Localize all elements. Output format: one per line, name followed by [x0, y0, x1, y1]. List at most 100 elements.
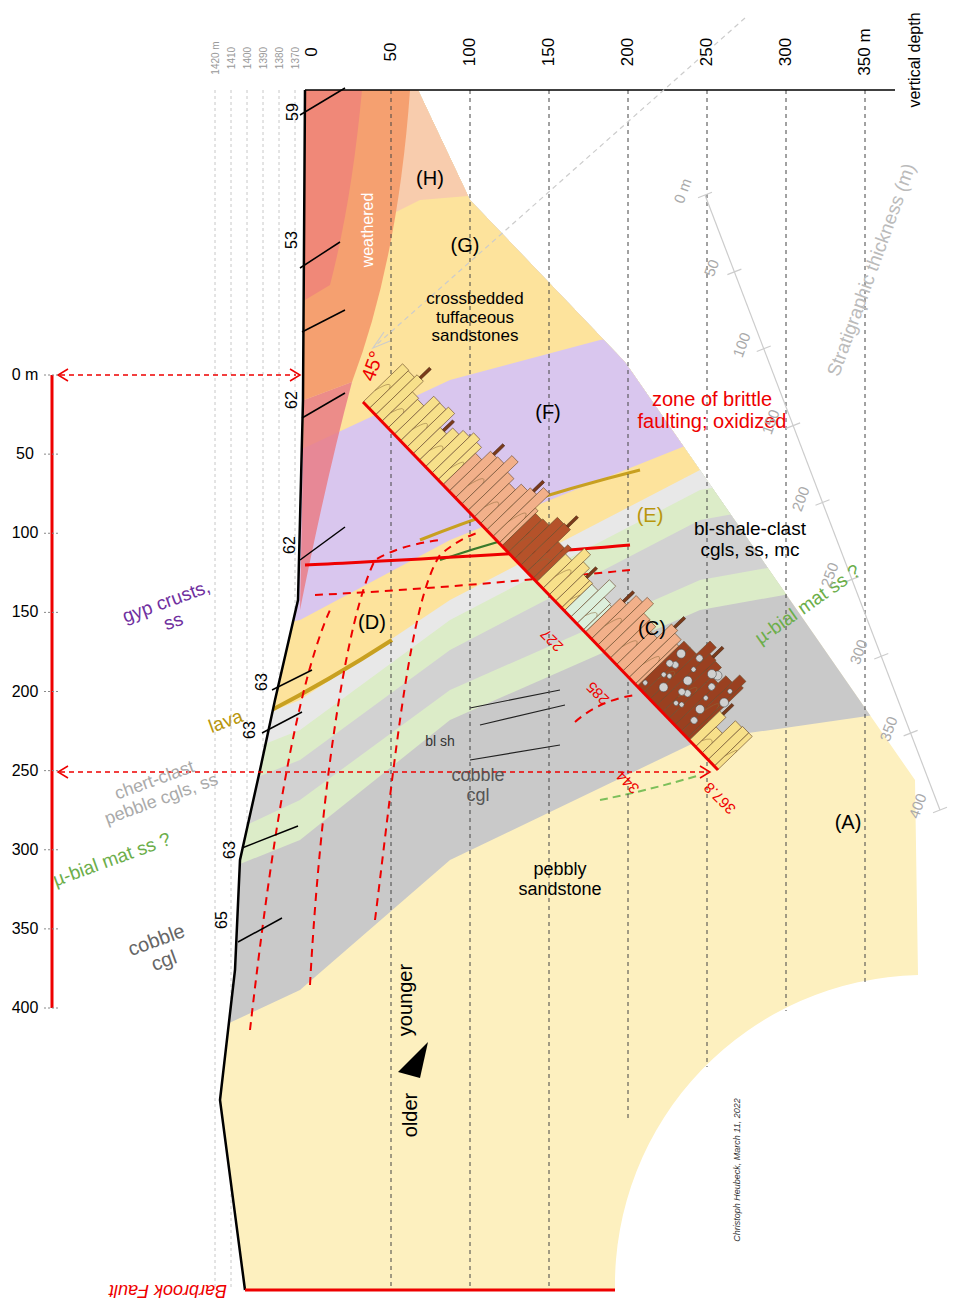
pebble	[675, 647, 688, 660]
dip-ticks	[238, 88, 345, 942]
arrow-head	[58, 369, 68, 381]
label: 53	[283, 231, 301, 249]
depth-gridline	[865, 90, 866, 985]
pebble	[705, 668, 718, 681]
label: 1390	[258, 47, 269, 69]
pebble	[666, 673, 673, 680]
ledge	[493, 444, 505, 456]
label: 1370	[290, 47, 301, 69]
label: Christoph Heubeck, March 11, 2022	[733, 1098, 743, 1241]
dip-tick	[262, 712, 302, 733]
pebble	[660, 671, 667, 678]
axis-tick	[757, 346, 771, 351]
label: cobble cgl	[443, 766, 513, 806]
label: crossbedded tuffaceous sandstones	[418, 290, 533, 346]
label: 200	[12, 683, 39, 701]
barbrook-fault	[245, 1289, 615, 1292]
label: Barbrook Fault	[109, 1280, 227, 1300]
label: 300	[777, 38, 796, 66]
dip-tick	[242, 826, 298, 848]
topography-line	[220, 90, 305, 1290]
axis-tick	[44, 928, 60, 929]
label: 0	[303, 47, 322, 56]
label: pebbly sandstone	[515, 860, 605, 900]
axis-tick	[698, 192, 712, 197]
depth-gridline	[707, 90, 708, 1067]
label: 62	[283, 391, 301, 409]
arrow-head	[700, 766, 710, 778]
label: 50	[16, 445, 34, 463]
label: lava	[206, 706, 246, 738]
label: gyp crusts, ss	[116, 575, 224, 648]
mat-band	[150, 0, 953, 820]
ledge	[674, 616, 686, 628]
depth-gridlines	[391, 90, 865, 1290]
arrow-head	[58, 766, 68, 778]
label: 50	[382, 43, 401, 62]
pebble	[690, 666, 697, 673]
label: (H)	[416, 167, 444, 189]
dip-tick	[302, 310, 345, 332]
section-line	[363, 402, 718, 770]
pebble	[642, 679, 649, 686]
axis-line	[705, 195, 940, 810]
lamination	[725, 747, 738, 759]
strata	[150, 0, 953, 1300]
label: 63	[221, 841, 239, 859]
axis-tick	[44, 533, 60, 534]
dip-tick	[302, 393, 345, 418]
label: 100	[730, 330, 754, 359]
axis-tick	[44, 454, 60, 455]
weathered-zone	[304, 90, 410, 400]
elevation-line	[215, 90, 216, 1290]
depth-gridline	[549, 90, 550, 1290]
strat-axis	[698, 192, 947, 812]
axis-tick	[44, 770, 60, 771]
pebble	[689, 715, 699, 725]
arrow-heads	[58, 369, 710, 778]
dip-tick	[272, 670, 312, 690]
axis-tick	[933, 807, 947, 812]
pebble	[702, 694, 709, 701]
axis-tick	[44, 1008, 60, 1009]
projection-line	[60, 374, 296, 376]
label: (E)	[637, 504, 664, 526]
bed	[714, 733, 752, 770]
pebble	[677, 687, 687, 697]
depth-axis	[305, 89, 895, 91]
axis-tick	[44, 375, 60, 376]
cobble-band	[150, 0, 953, 1060]
label: 400	[12, 999, 39, 1017]
axis-tick	[44, 691, 60, 692]
axis-tick	[44, 612, 60, 613]
label: younger	[394, 964, 416, 1036]
label: 100	[12, 524, 39, 542]
mat-band	[150, 0, 953, 900]
label: (C)	[638, 617, 666, 639]
unit-h	[150, 0, 953, 330]
depth-gridline	[391, 90, 392, 1290]
label: bl sh	[425, 734, 455, 749]
label: 62	[281, 536, 299, 554]
label: 350	[877, 715, 901, 744]
arrow-head	[373, 332, 390, 348]
pebble	[672, 700, 679, 707]
dip-tick	[238, 918, 282, 942]
black-shale-bed	[470, 690, 565, 760]
weathered-zone	[300, 382, 352, 610]
label: 200	[619, 38, 638, 66]
label: (A)	[835, 811, 862, 833]
label: Stratigraphic thickness (m)	[824, 161, 921, 379]
label: 1400	[242, 47, 253, 69]
ledge	[712, 646, 724, 658]
unit-d	[150, 0, 953, 760]
pebble	[665, 658, 675, 668]
dip-tick	[300, 527, 345, 560]
dip-tick	[300, 88, 345, 115]
axis-tick	[727, 269, 741, 274]
label: 1410	[226, 47, 237, 69]
label: (G)	[451, 234, 480, 256]
wedge-outline	[220, 90, 918, 1290]
label: older	[399, 1093, 421, 1137]
